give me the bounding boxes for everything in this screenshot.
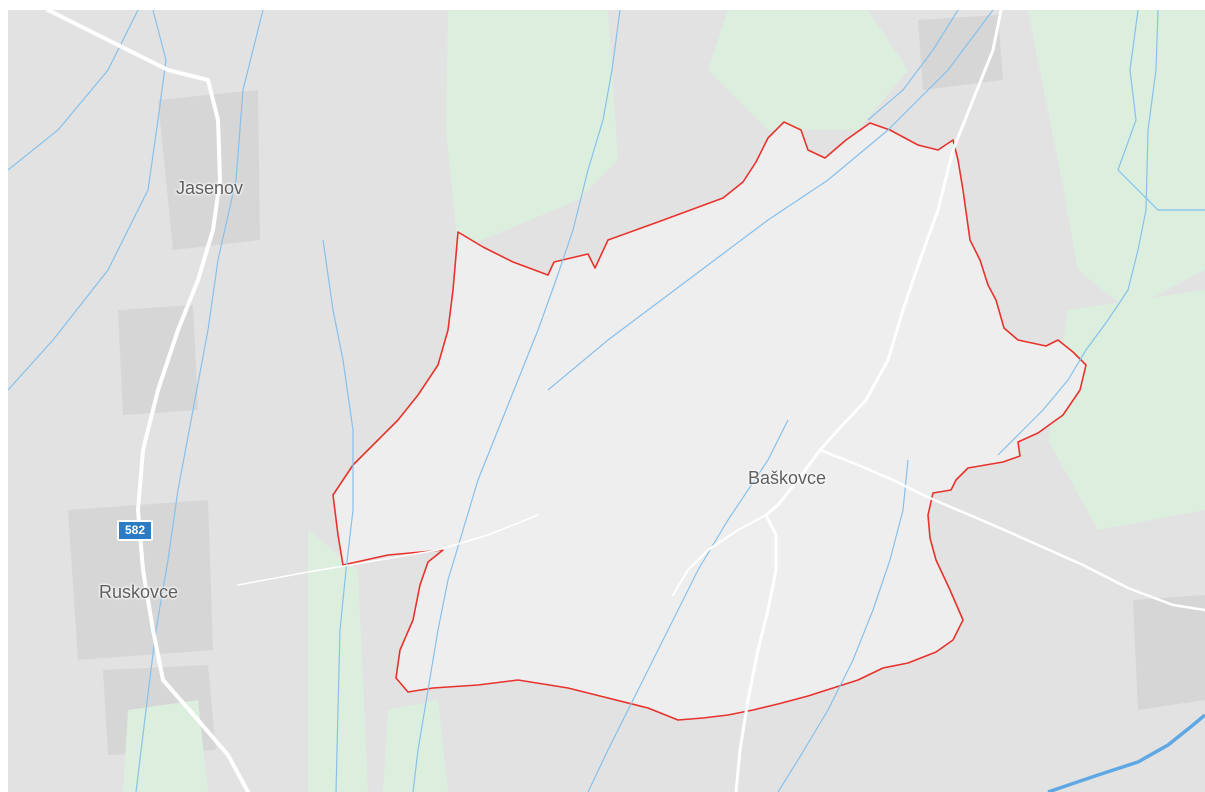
place-label-ruskovce[interactable]: Ruskovce [99,582,179,602]
road-number-shield-icon[interactable]: 582 [117,520,153,541]
map-canvas[interactable]: Jasenov Ruskovce Baškovce 582 [8,10,1205,792]
vegetation-areas [123,10,1205,792]
streams [8,10,1205,792]
place-label-baskovce[interactable]: Baškovce [748,468,827,488]
baskovce-boundary[interactable] [332,121,1087,721]
map-base-layer [8,10,1205,792]
roads [46,10,1205,792]
place-label-jasenov[interactable]: Jasenov [176,178,244,198]
river [1047,713,1205,792]
